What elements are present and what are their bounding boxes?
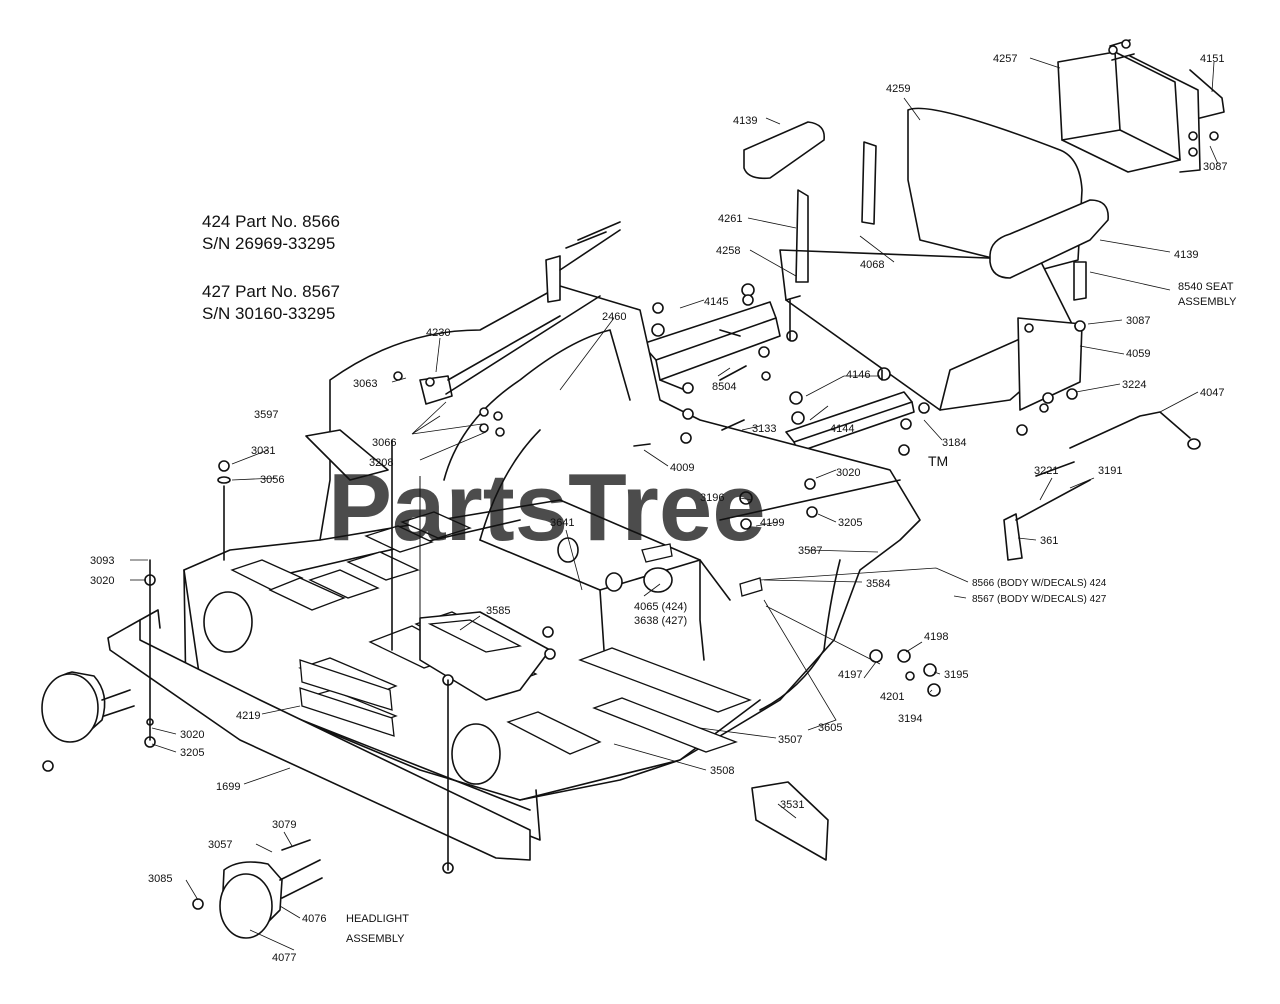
label-3584: 3584 bbox=[866, 578, 890, 590]
seat-bracket-4257 bbox=[1057, 39, 1225, 173]
label-4139-right: 4139 bbox=[1174, 249, 1198, 261]
label-4068: 4068 bbox=[860, 259, 884, 271]
label-8540-seat: 8540 SEAT bbox=[1178, 281, 1234, 293]
label-4065: 4065 (424) bbox=[634, 601, 687, 613]
grille-panel-4219 bbox=[299, 659, 395, 737]
watermark-tm: TM bbox=[928, 453, 948, 469]
headlight-openings bbox=[203, 537, 763, 785]
label-3638: 3638 (427) bbox=[634, 615, 687, 627]
label-3020-left: 3020 bbox=[90, 575, 114, 587]
seat-adjust-rod-4047 bbox=[1069, 411, 1201, 450]
label-4009: 4009 bbox=[670, 462, 694, 474]
bracket-upper-left bbox=[545, 229, 621, 303]
front-bumper-1699 bbox=[107, 609, 531, 861]
label-3085: 3085 bbox=[148, 873, 172, 885]
label-3020-lower: 3020 bbox=[180, 729, 204, 741]
label-4146: 4146 bbox=[846, 369, 870, 381]
label-3597: 3597 bbox=[254, 409, 278, 421]
label-4257: 4257 bbox=[993, 53, 1017, 65]
label-3020-upper: 3020 bbox=[836, 467, 860, 479]
label-3641: 3641 bbox=[550, 517, 574, 529]
label-headlight: HEADLIGHT bbox=[346, 913, 409, 925]
label-4076: 4076 bbox=[302, 913, 326, 925]
label-3057: 3057 bbox=[208, 839, 232, 851]
part-labels: 4257 4151 3087 4259 4139 4261 4258 4068 … bbox=[90, 53, 1237, 964]
label-headlight-assembly: ASSEMBLY bbox=[346, 933, 405, 945]
decal-3597 bbox=[305, 429, 389, 481]
model-424-sn: S/N 26969-33295 bbox=[202, 234, 335, 253]
seat-rail-4145 bbox=[641, 301, 781, 393]
label-8567-body: 8567 (BODY W/DECALS) 427 bbox=[972, 594, 1107, 605]
label-3195: 3195 bbox=[944, 669, 968, 681]
label-4230: 4230 bbox=[426, 327, 450, 339]
model-424-part: 424 Part No. 8566 bbox=[202, 212, 340, 231]
label-4077: 4077 bbox=[272, 952, 296, 964]
label-3194: 3194 bbox=[898, 713, 922, 725]
label-4059: 4059 bbox=[1126, 348, 1150, 360]
label-4139-left: 4139 bbox=[733, 115, 757, 127]
label-4151: 4151 bbox=[1200, 53, 1224, 65]
label-3063: 3063 bbox=[353, 378, 377, 390]
label-4219: 4219 bbox=[236, 710, 260, 722]
label-3587: 3587 bbox=[798, 545, 822, 557]
headlight-assembly-left bbox=[41, 671, 135, 772]
label-4145: 4145 bbox=[704, 296, 728, 308]
label-4201: 4201 bbox=[880, 691, 904, 703]
label-3205-lower: 3205 bbox=[180, 747, 204, 759]
model-427-sn: S/N 30160-33295 bbox=[202, 304, 335, 323]
label-3191: 3191 bbox=[1098, 465, 1122, 477]
label-4261: 4261 bbox=[718, 213, 742, 225]
label-seat-assembly: ASSEMBLY bbox=[1178, 296, 1237, 308]
leader-lines bbox=[130, 57, 1219, 951]
model-427-part: 427 Part No. 8567 bbox=[202, 282, 340, 301]
label-3508: 3508 bbox=[710, 765, 734, 777]
label-3056: 3056 bbox=[260, 474, 284, 486]
label-3066: 3066 bbox=[372, 437, 396, 449]
label-3184: 3184 bbox=[942, 437, 966, 449]
label-3605: 3605 bbox=[818, 722, 842, 734]
headlight-assembly-right bbox=[192, 859, 323, 939]
label-3087-top: 3087 bbox=[1203, 161, 1227, 173]
label-361: 361 bbox=[1040, 535, 1058, 547]
label-2460: 2460 bbox=[602, 311, 626, 323]
label-3507: 3507 bbox=[778, 734, 802, 746]
label-4258: 4258 bbox=[716, 245, 740, 257]
label-3133: 3133 bbox=[752, 423, 776, 435]
label-3208: 3208 bbox=[369, 457, 393, 469]
label-3196: 3196 bbox=[700, 492, 724, 504]
label-3087-mid: 3087 bbox=[1126, 315, 1150, 327]
label-3093: 3093 bbox=[90, 555, 114, 567]
latch-361 bbox=[1003, 479, 1091, 561]
label-3031: 3031 bbox=[251, 445, 275, 457]
watermark: PartsTree bbox=[328, 454, 766, 561]
label-3079: 3079 bbox=[272, 819, 296, 831]
label-3221: 3221 bbox=[1034, 465, 1058, 477]
label-1699: 1699 bbox=[216, 781, 240, 793]
label-4199: 4199 bbox=[760, 517, 784, 529]
label-3585: 3585 bbox=[486, 605, 510, 617]
decal-3531 bbox=[751, 781, 829, 861]
label-4047: 4047 bbox=[1200, 387, 1224, 399]
label-4144: 4144 bbox=[830, 423, 854, 435]
seat-4259 bbox=[743, 107, 1109, 411]
label-4197: 4197 bbox=[838, 669, 862, 681]
label-4259: 4259 bbox=[886, 83, 910, 95]
label-3531: 3531 bbox=[780, 799, 804, 811]
label-8504: 8504 bbox=[712, 381, 736, 393]
label-4198: 4198 bbox=[924, 631, 948, 643]
seat-rail-4144 bbox=[785, 391, 915, 453]
label-3224: 3224 bbox=[1122, 379, 1146, 391]
label-3205-upper: 3205 bbox=[838, 517, 862, 529]
hardware bbox=[144, 221, 1086, 874]
label-8566-body: 8566 (BODY W/DECALS) 424 bbox=[972, 578, 1107, 589]
